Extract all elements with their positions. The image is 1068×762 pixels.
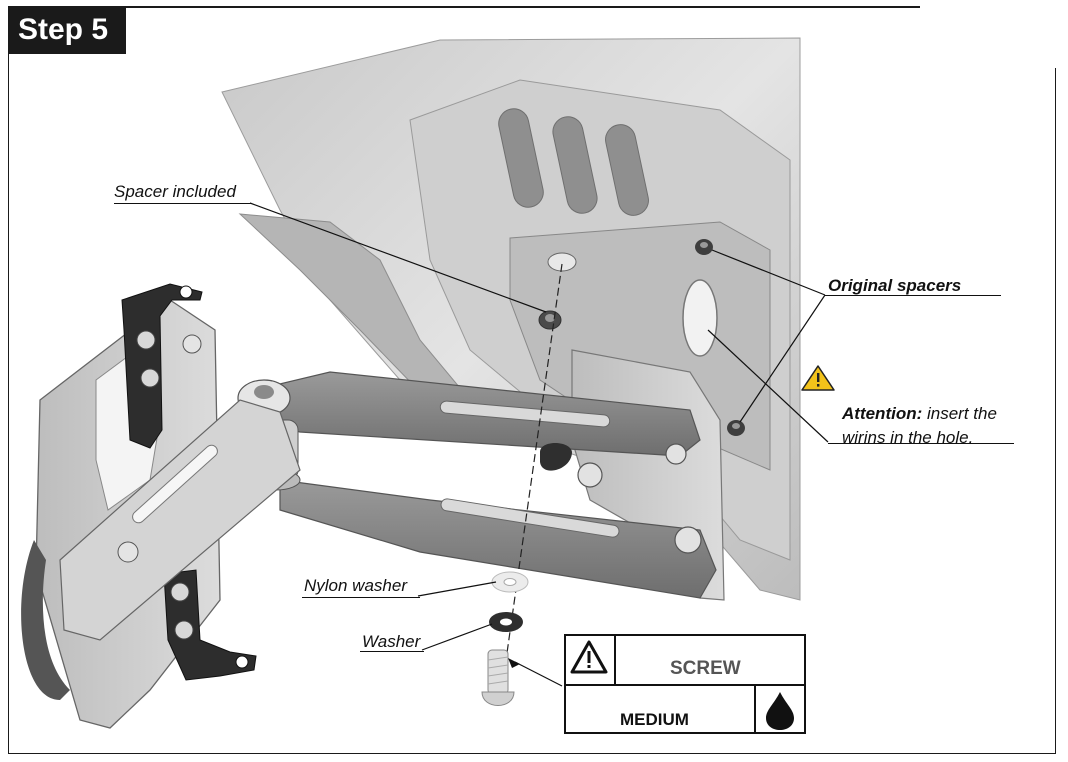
original-spacer-top (695, 239, 713, 255)
threadlocker-top-cell: SCREW (616, 636, 804, 686)
warning-triangle-icon (570, 640, 608, 674)
lower-arm-slot (440, 498, 620, 538)
threadlocker-box: SCREW MEDIUM (564, 634, 806, 734)
leader-original-spacer-top (711, 249, 826, 296)
leader-washer (421, 623, 493, 651)
threadlocker-bottom-cell: MEDIUM (566, 686, 756, 732)
leader-spacer-included (249, 202, 547, 313)
screw (481, 649, 515, 706)
original-spacer-bottom (727, 420, 745, 436)
threadlocker-bottom-label: MEDIUM (620, 710, 689, 729)
link-arm-slot (132, 444, 218, 524)
upper-arm-slot (439, 400, 611, 428)
black-hook-bracket-top (121, 283, 203, 449)
fairing-vents (498, 108, 649, 216)
label-attention-line2: wirins in the hole. (842, 428, 974, 447)
attention-bold-text: Attention: (842, 404, 923, 423)
underline-original-spacers (825, 295, 1001, 296)
bracket-nuts (577, 443, 702, 554)
black-hook-bracket-bottom (163, 569, 257, 681)
nylon-washer (491, 571, 529, 593)
attention-text: insert the (922, 404, 997, 423)
leader-screw-arrowhead (508, 658, 520, 668)
plate-nut (182, 334, 202, 354)
warning-triangle-icon (801, 365, 835, 391)
spacer-included (538, 252, 577, 330)
step-label: Step 5 (18, 13, 109, 46)
rubber-bushing (540, 443, 572, 471)
wire-hole (682, 279, 718, 357)
label-spacer-included: Spacer included (114, 182, 236, 201)
frame-right-border (1055, 68, 1056, 754)
leader-attention (707, 329, 829, 443)
drop-icon (766, 692, 794, 730)
underline-nylon-washer (302, 597, 420, 598)
underline-spacer-included (114, 203, 252, 204)
link-arm-nut (117, 541, 139, 563)
underline-attention (828, 443, 1014, 444)
frame-bottom-border (8, 753, 1056, 754)
frame-top-border (126, 6, 920, 8)
leader-nylon-washer (417, 581, 497, 597)
link-arm-left (59, 399, 301, 641)
threadlocker-top-label: SCREW (670, 658, 741, 679)
label-original-spacers: Original spacers (828, 276, 962, 295)
label-nylon-washer: Nylon washer (304, 576, 407, 595)
frame-left-border (8, 54, 9, 754)
step-badge: Step 5 (8, 6, 126, 54)
label-washer: Washer (362, 632, 421, 651)
label-attention-line1: Attention: insert the (842, 404, 997, 424)
leader-screw (514, 661, 563, 687)
underline-washer (360, 651, 424, 652)
washer (489, 612, 523, 632)
leader-original-spacer-bottom (739, 294, 826, 423)
tire-edge (21, 540, 70, 700)
threadlocker-warning-cell (566, 636, 616, 686)
assembly-axis-line (505, 263, 563, 661)
threadlocker-drop-cell (756, 686, 804, 732)
